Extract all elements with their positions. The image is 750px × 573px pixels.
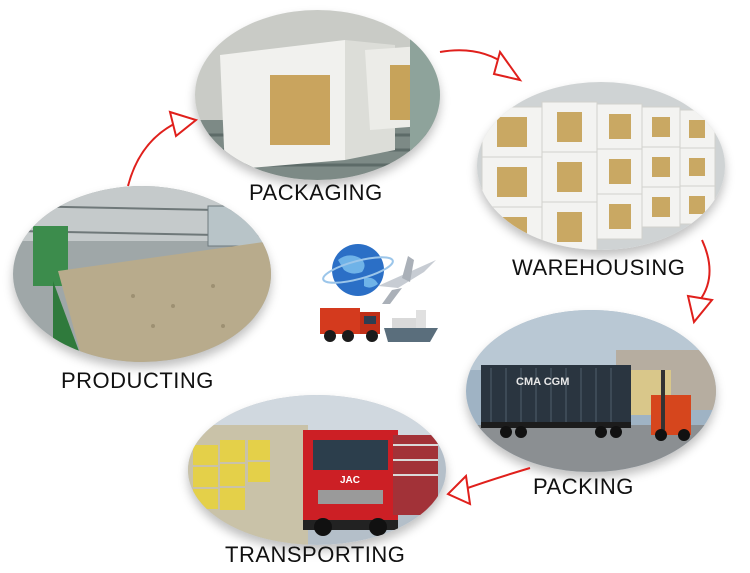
arrow-head-3 [686,294,714,325]
packing-photo: CMA CGM [466,310,716,472]
container-text: CMA CGM [516,376,570,388]
label-transporting: TRANSPORTING [225,542,406,567]
label-packaging: PACKAGING [249,180,383,205]
label-producting: PRODUCTING [61,368,214,393]
warehousing-photo [477,82,725,250]
label-warehousing: WAREHOUSING [512,255,686,280]
truck-brand-text: JAC [340,475,361,486]
producting-photo [13,186,271,362]
arrow-producting-to-packaging [127,121,179,187]
label-packing: PACKING [533,474,634,499]
arrow-warehousing-to-packing [699,239,711,301]
arrow-head-1 [168,110,199,138]
arrow-packaging-to-warehousing [439,49,509,67]
arrow-packing-to-transporting [461,467,531,491]
arrow-head-2 [492,49,523,82]
transporting-photo: JAC [188,395,446,545]
packaging-photo [195,10,440,180]
arrow-head-4 [446,473,472,506]
logistics-icon [318,238,440,350]
